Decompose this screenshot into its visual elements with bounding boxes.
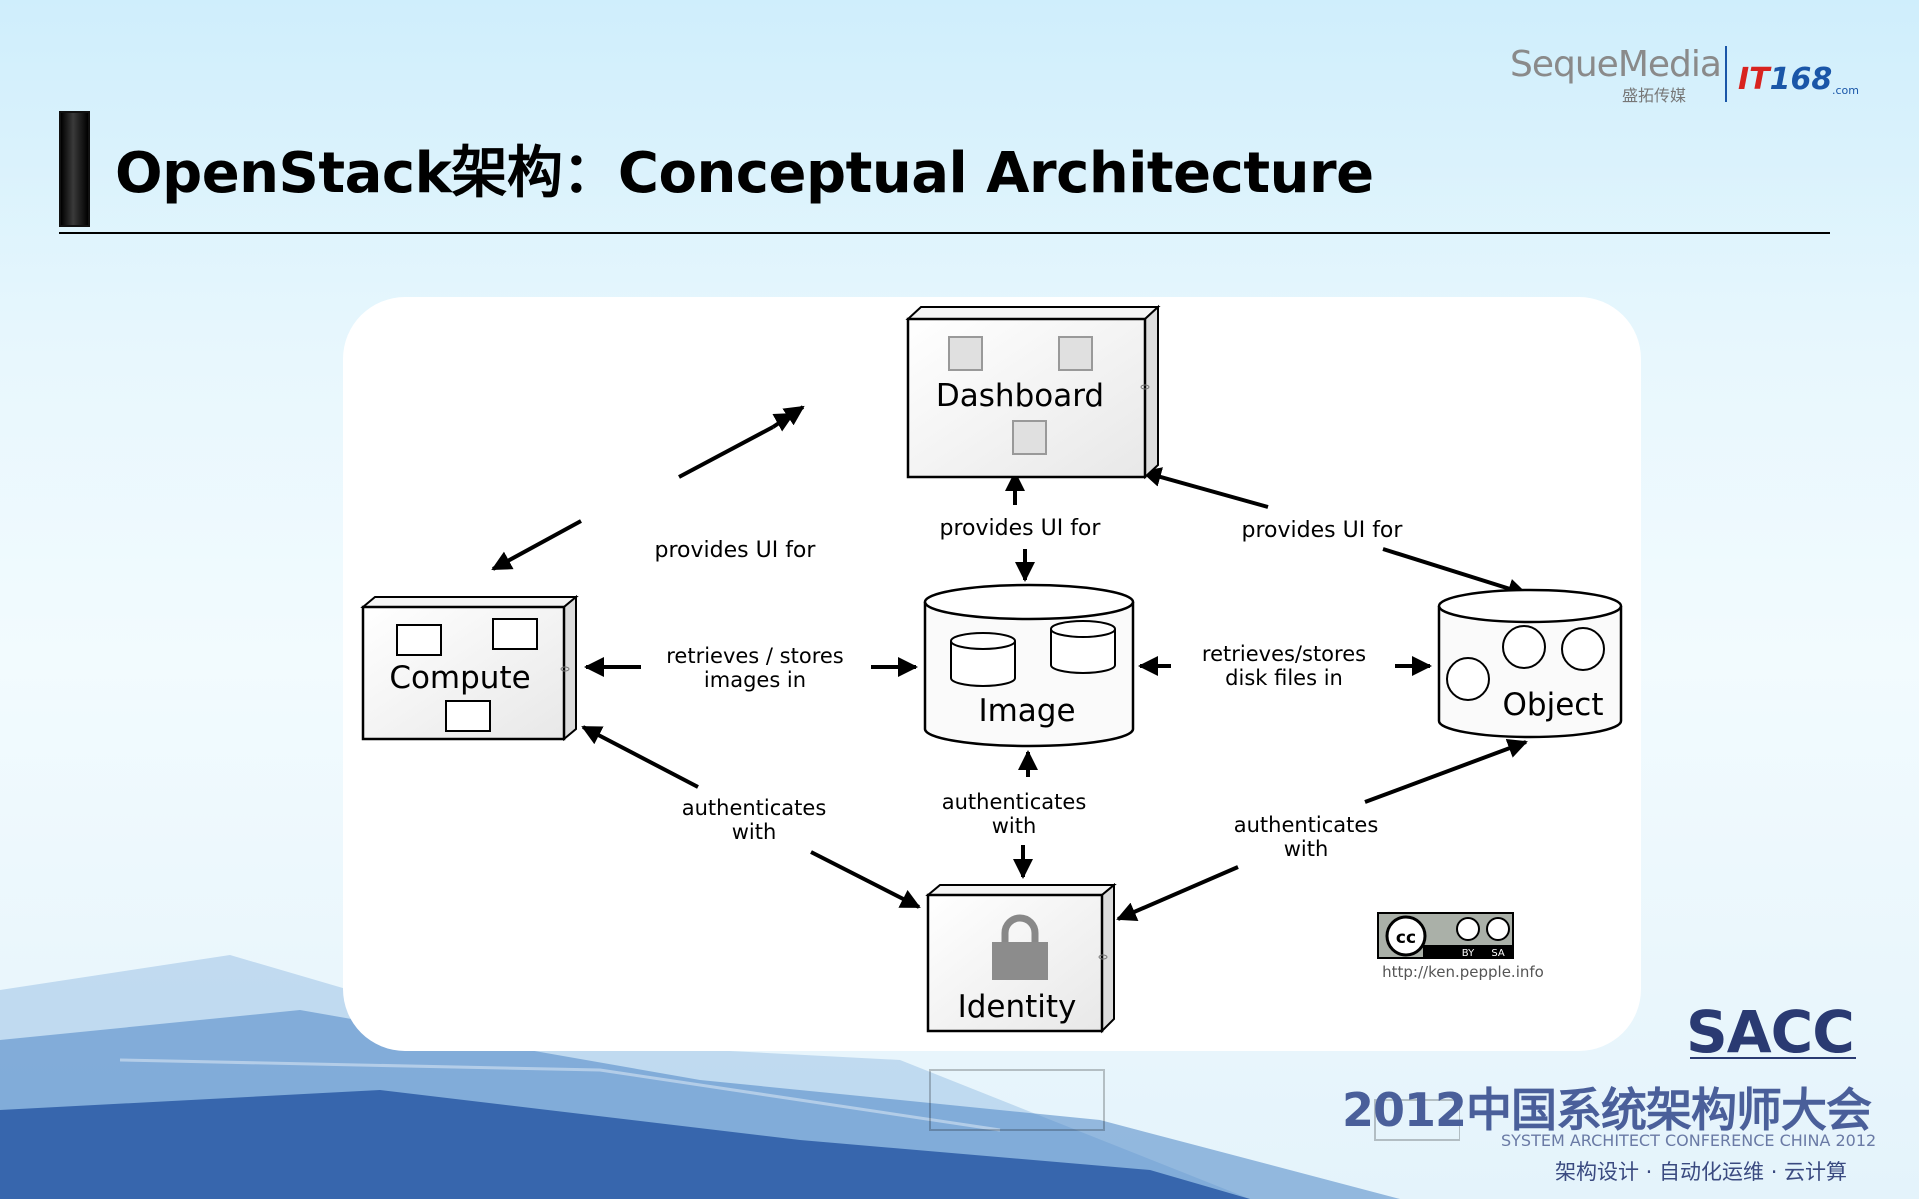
sacc-logo-underline — [1690, 1057, 1856, 1059]
sequemedia-logo: SequeMedia — [1510, 44, 1722, 85]
label-object-image-1: retrieves/stores — [1202, 642, 1366, 666]
compute-instance-icon — [396, 624, 442, 656]
brand-logos: SequeMedia 盛拓传媒 IT168 .com — [1510, 44, 1870, 105]
architecture-diagram: provides UI for provides UI for provides… — [360, 304, 1623, 1034]
title-accent-bar — [59, 111, 90, 227]
label-object-identity-1: authenticates — [1234, 813, 1379, 837]
conference-tagline: 架构设计 · 自动化运维 · 云计算 — [1555, 1160, 1848, 1184]
node-dashboard-label: Dashboard — [936, 378, 1104, 414]
node-image-label: Image — [978, 693, 1075, 729]
object-blob-icon — [1561, 627, 1605, 671]
image-disk-icon — [950, 632, 1016, 687]
conference-title: 2012中国系统架构师大会 — [1342, 1083, 1872, 1137]
label-object-identity-2: with — [1284, 837, 1329, 861]
label-dashboard-compute: provides UI for — [655, 538, 817, 563]
cc-icon-label: cc — [1396, 928, 1416, 948]
dashboard-window-icon — [1012, 420, 1047, 455]
node-identity: Identity — [925, 882, 1117, 1034]
it168-prefix: IT — [1738, 62, 1770, 97]
label-image-identity-2: with — [992, 814, 1037, 838]
image-disk-icon — [1050, 620, 1116, 674]
node-image: Image — [923, 583, 1135, 748]
slide-title: OpenStack架构：Conceptual Architecture — [115, 141, 1374, 206]
title-underline — [59, 232, 1830, 234]
lock-icon — [992, 914, 1048, 980]
dashboard-window-icon — [948, 336, 983, 371]
label-dashboard-image: provides UI for — [940, 516, 1102, 541]
node-dashboard: Dashboard — [905, 304, 1161, 480]
sa-icon — [1486, 917, 1510, 941]
brand-separator — [1725, 46, 1727, 102]
compute-instance-icon — [445, 700, 491, 732]
cc-license-badge: cc BY SA http://ken.pepple.info — [1377, 912, 1544, 981]
node-compute: Compute — [360, 594, 579, 742]
by-icon — [1456, 917, 1480, 941]
label-compute-identity-1: authenticates — [682, 796, 827, 820]
conference-title-en: SYSTEM ARCHITECT CONFERENCE CHINA 2012 — [1501, 1131, 1877, 1150]
edge-dashboard-image — [1005, 471, 1035, 582]
edge-object-identity — [1116, 738, 1528, 922]
object-blob-icon — [1502, 625, 1546, 669]
wave-front — [0, 1090, 1250, 1199]
node-identity-label: Identity — [958, 989, 1077, 1025]
license-url: http://ken.pepple.info — [1382, 963, 1544, 981]
it168-domain: .com — [1832, 84, 1859, 97]
edge-image-identity — [1013, 750, 1038, 879]
edge-dashboard-object — [1141, 467, 1528, 599]
compute-instance-icon — [492, 618, 538, 650]
label-compute-identity-2: with — [732, 820, 777, 844]
edge-dashboard-compute — [491, 405, 805, 571]
dashboard-window-icon — [1058, 336, 1093, 371]
label-image-identity-1: authenticates — [942, 790, 1087, 814]
sacc-logo: SACC — [1686, 998, 1855, 1066]
object-blob-icon — [1446, 657, 1490, 701]
label-compute-image-1: retrieves / stores — [666, 644, 844, 668]
wave-highlight — [119, 1058, 1001, 1132]
cc-icon — [1385, 915, 1427, 957]
node-object: Object — [1437, 588, 1623, 739]
sequemedia-cn-label: 盛拓传媒 — [1622, 86, 1687, 105]
label-compute-image-2: images in — [704, 668, 806, 692]
edge-compute-identity — [581, 725, 921, 909]
label-object-image-2: disk files in — [1225, 666, 1343, 690]
sa-label: SA — [1491, 948, 1505, 959]
by-label: BY — [1462, 948, 1475, 959]
node-object-label: Object — [1503, 687, 1604, 723]
it168-number: 168 — [1769, 62, 1833, 97]
it168-logo: IT168 — [1738, 62, 1832, 97]
node-compute-label: Compute — [389, 660, 530, 696]
label-dashboard-object: provides UI for — [1242, 518, 1404, 543]
diagram-reflection — [929, 1069, 1460, 1141]
